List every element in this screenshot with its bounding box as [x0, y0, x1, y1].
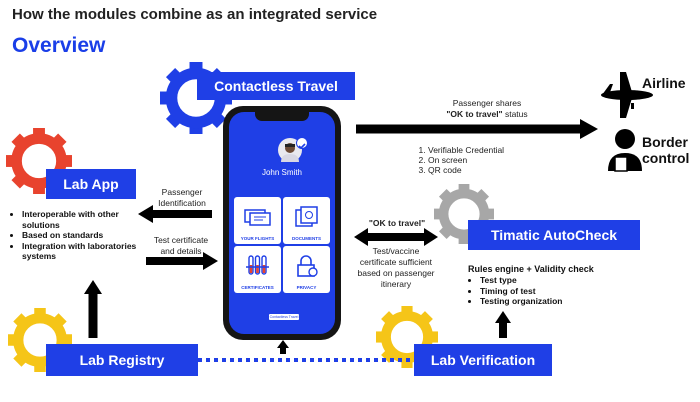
lock-gear-icon	[297, 255, 318, 277]
passenger-name: John Smith	[261, 168, 303, 177]
module-timatic-autocheck: Timatic AutoCheck	[468, 220, 640, 250]
timatic-item: Testing organization	[480, 296, 628, 307]
tile-your-flights[interactable]: YOUR FLIGHTS	[234, 197, 281, 244]
share-method: Verifiable Credential	[428, 145, 534, 155]
app-footer-logo	[269, 314, 299, 320]
tile-label: PRIVACY	[296, 285, 317, 290]
share-method: On screen	[428, 155, 534, 165]
timatic-item: Timing of test	[480, 286, 628, 297]
test-tubes-icon	[246, 255, 269, 275]
passport-icon	[295, 206, 318, 227]
tile-privacy[interactable]: PRIVACY	[283, 246, 330, 293]
label-certificate-sufficient: Test/vaccine certificate sufficient base…	[357, 246, 435, 289]
tile-label: DOCUMENTS	[292, 236, 321, 241]
timatic-item: Test type	[480, 275, 628, 286]
share-methods-list: Verifiable Credential On screen QR code	[414, 145, 534, 175]
shares-line: Passenger shares	[452, 98, 522, 108]
tile-label: CERTIFICATES	[241, 285, 274, 290]
label-passenger-identification: Passenger Identification	[158, 187, 206, 208]
airplane-icon	[601, 72, 653, 118]
feature-item: Interoperable with other solutions	[22, 209, 137, 230]
destination-airline: Airline	[642, 75, 686, 91]
tile-label: YOUR FLIGHTS	[240, 236, 275, 241]
page-title: How the modules combine as an integrated…	[12, 6, 378, 23]
border-officer-icon	[608, 129, 642, 172]
feature-item: Integration with laboratories systems	[22, 241, 137, 262]
app-footer-text: Contactless Travel	[269, 315, 299, 319]
shares-quote: "OK to travel"	[446, 109, 503, 119]
tile-certificates[interactable]: CERTIFICATES	[234, 246, 281, 293]
label-test-certificate: Test certificate and details	[153, 235, 209, 256]
feature-item: Based on standards	[22, 230, 137, 241]
overview-heading: Overview	[12, 34, 106, 57]
label-passenger-shares: Passenger shares "OK to travel" status	[420, 98, 554, 120]
label-ok-to-travel: "OK to travel"	[368, 218, 426, 228]
module-contactless-travel: Contactless Travel	[197, 72, 355, 100]
module-lab-verification: Lab Verification	[414, 344, 552, 376]
verified-check-icon	[296, 137, 308, 150]
share-method: QR code	[428, 165, 534, 175]
phone-notch	[255, 112, 309, 121]
destination-border-control: Border control	[642, 134, 690, 166]
tile-documents[interactable]: DOCUMENTS	[283, 197, 330, 244]
shares-status: status	[502, 109, 528, 119]
timatic-details: Rules engine + Validity check Test type …	[468, 264, 628, 307]
timatic-heading: Rules engine + Validity check	[468, 264, 594, 274]
lab-app-features: Interoperable with other solutions Based…	[12, 209, 137, 262]
person-avatar-icon	[281, 143, 299, 162]
phone-screen: John Smith YOUR FLIGHTS DOCUMENTS CERTIF…	[229, 112, 335, 334]
module-lab-registry: Lab Registry	[46, 344, 198, 376]
module-lab-app: Lab App	[46, 169, 136, 199]
ticket-icon	[244, 209, 271, 226]
